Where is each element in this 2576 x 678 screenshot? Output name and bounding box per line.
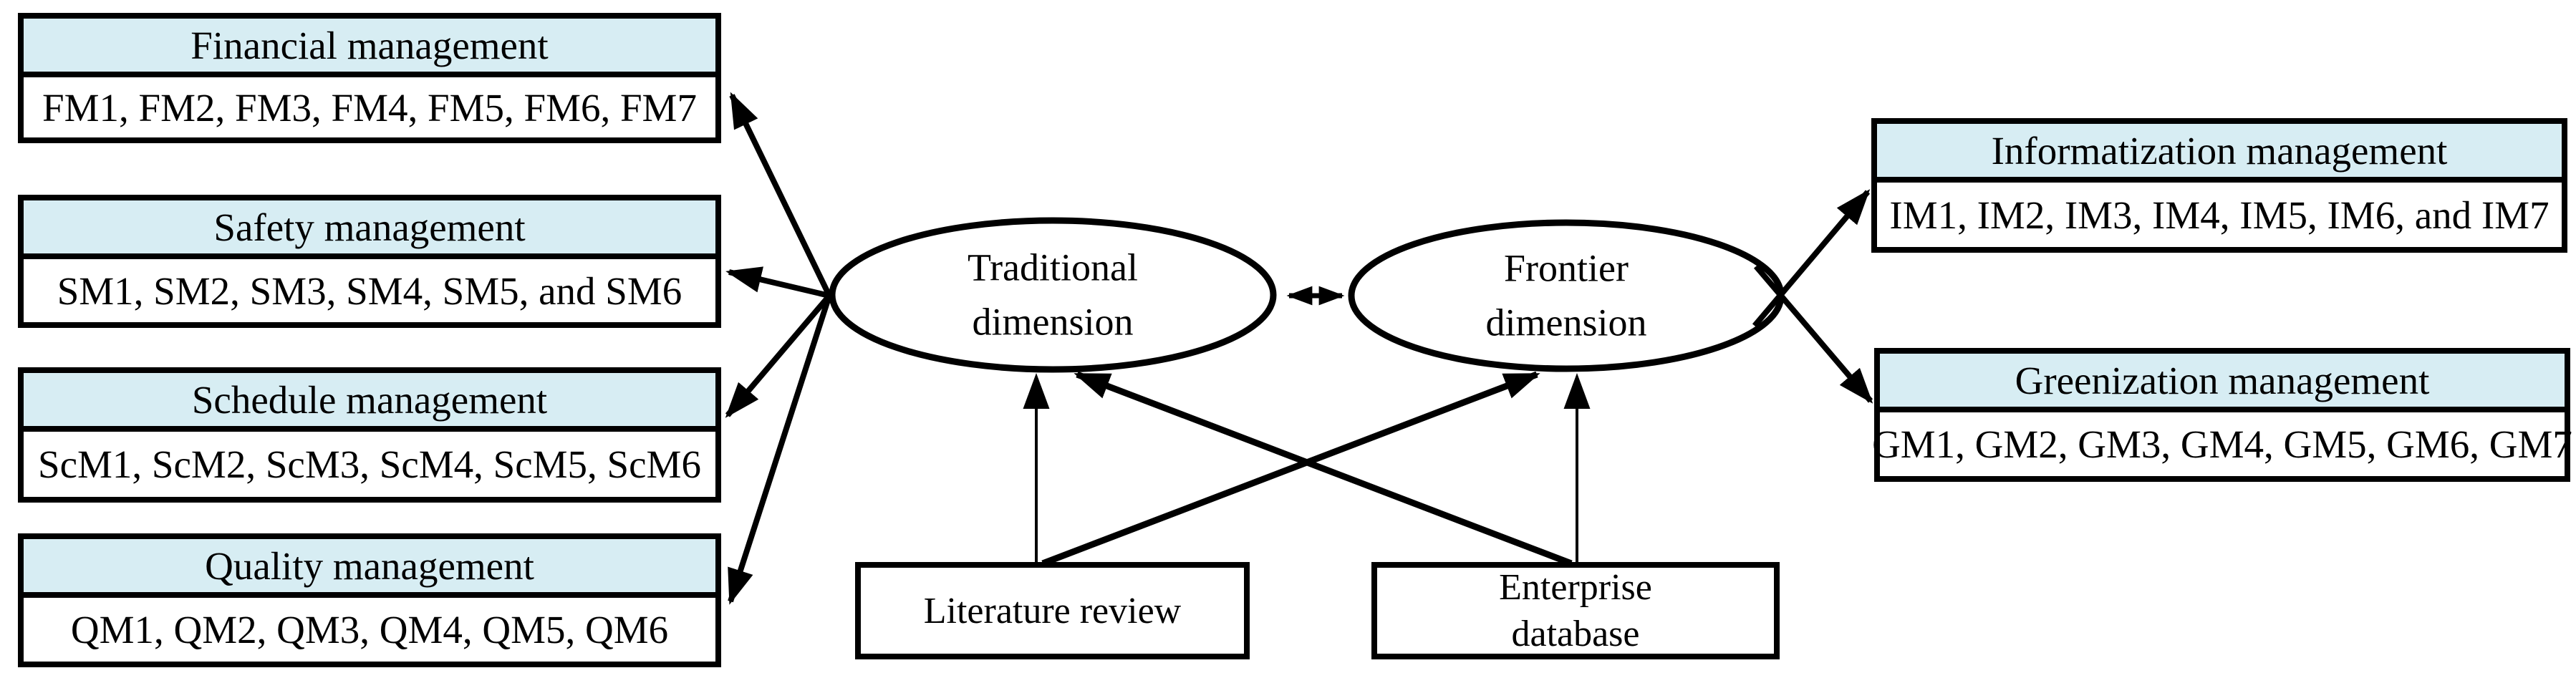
- quality-management-title: Quality management: [24, 539, 715, 598]
- enterprise-database-box: Enterprise database: [1371, 562, 1780, 659]
- traditional-dimension-ellipse: [829, 217, 1277, 373]
- schedule-management-title: Schedule management: [24, 373, 715, 432]
- arrow-frontier-to-greenization: [1753, 264, 1873, 404]
- safety-management-title: Safety management: [24, 200, 715, 259]
- schedule-management-box: Schedule management ScM1, ScM2, ScM3, Sc…: [18, 367, 721, 503]
- frontier-dimension-label: Frontier dimension: [1485, 246, 1647, 344]
- safety-management-box: Safety management SM1, SM2, SM3, SM4, SM…: [18, 195, 721, 328]
- schedule-management-items: ScM1, ScM2, ScM3, ScM4, ScM5, ScM6: [38, 442, 701, 486]
- greenization-management-items: GM1, GM2, GM3, GM4, GM5, GM6, GM7: [1872, 422, 2572, 466]
- arrow-traditional-to-safety: [725, 266, 830, 299]
- arrow-frontier-to-informatization: [1752, 189, 1871, 328]
- informatization-management-title: Informatization management: [1877, 124, 2562, 183]
- safety-management-items: SM1, SM2, SM3, SM4, SM5, and SM6: [57, 268, 682, 313]
- arrow-traditional-to-quality: [728, 294, 832, 605]
- arrow-traditional-to-schedule: [725, 294, 832, 418]
- financial-management-box: Financial management FM1, FM2, FM3, FM4,…: [18, 13, 721, 143]
- informatization-management-items: IM1, IM2, IM3, IM4, IM5, IM6, and IM7: [1889, 193, 2550, 237]
- quality-management-items: QM1, QM2, QM3, QM4, QM5, QM6: [70, 608, 669, 652]
- greenization-management-title: Greenization management: [1880, 354, 2565, 412]
- greenization-management-box: Greenization management GM1, GM2, GM3, G…: [1872, 348, 2572, 482]
- arrow-enterprise-to-traditional: [1074, 371, 1573, 567]
- quality-management-box: Quality management QM1, QM2, QM3, QM4, Q…: [18, 533, 721, 667]
- traditional-dimension-label: Traditional dimension: [967, 246, 1139, 343]
- financial-management-title: Financial management: [24, 19, 715, 77]
- financial-management-items: FM1, FM2, FM3, FM4, FM5, FM6, FM7: [42, 85, 697, 130]
- informatization-management-box: Informatization management IM1, IM2, IM3…: [1871, 118, 2567, 253]
- literature-review-box: Literature review: [855, 562, 1250, 659]
- arrow-traditional-to-financial: [729, 92, 832, 297]
- arrow-literature-to-frontier: [1041, 371, 1540, 567]
